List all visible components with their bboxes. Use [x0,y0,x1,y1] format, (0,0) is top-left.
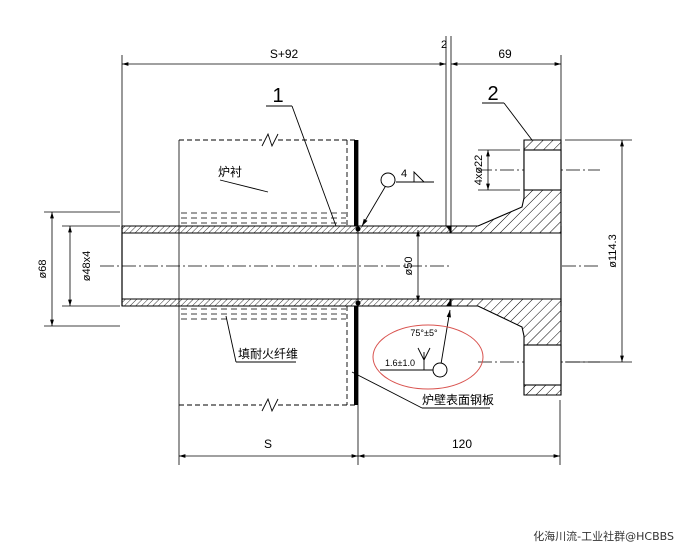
dim-dia-68: ø68 [37,260,49,279]
dim-bottom-120: 120 [452,437,472,451]
part-number-1: 1 [272,85,283,107]
label-lining: 炉衬 [218,165,242,179]
highlight-ellipse [372,324,484,390]
fiber-fill-zone [181,212,346,320]
steel-plate [354,140,358,405]
furnace-lining-outline [179,132,358,413]
weld-symbol-circle-bottom [432,362,448,378]
watermark-text: 化海川流-工业社群@HCBBS [533,529,674,543]
label-fiber-fill: 填耐火纤维 [238,347,298,361]
weld-size-top: 4 [401,168,407,180]
dim-dia-50: ø50 [403,257,415,276]
dim-dia-48x4: ø48x4 [81,251,93,282]
dim-top-flange: 69 [498,47,512,61]
weld-angle: 75°±5° [410,328,438,338]
leader-lines [219,102,533,409]
dim-holes: 4xø22 [473,155,485,186]
dim-dia-114-3: ø114.3 [607,234,619,267]
dim-top-total: S+92 [270,47,299,61]
flange-part-2 [450,139,562,396]
dim-top-gap: 2 [441,39,447,51]
label-steel-plate: 炉壁表面钢板 [422,392,494,407]
dim-bottom-s: S [264,437,272,451]
weld-symbol-circle-top [380,172,396,188]
weld-gap: 1.6±1.0 [385,358,415,368]
part-number-2: 2 [487,83,498,105]
weld-beads [355,226,451,306]
